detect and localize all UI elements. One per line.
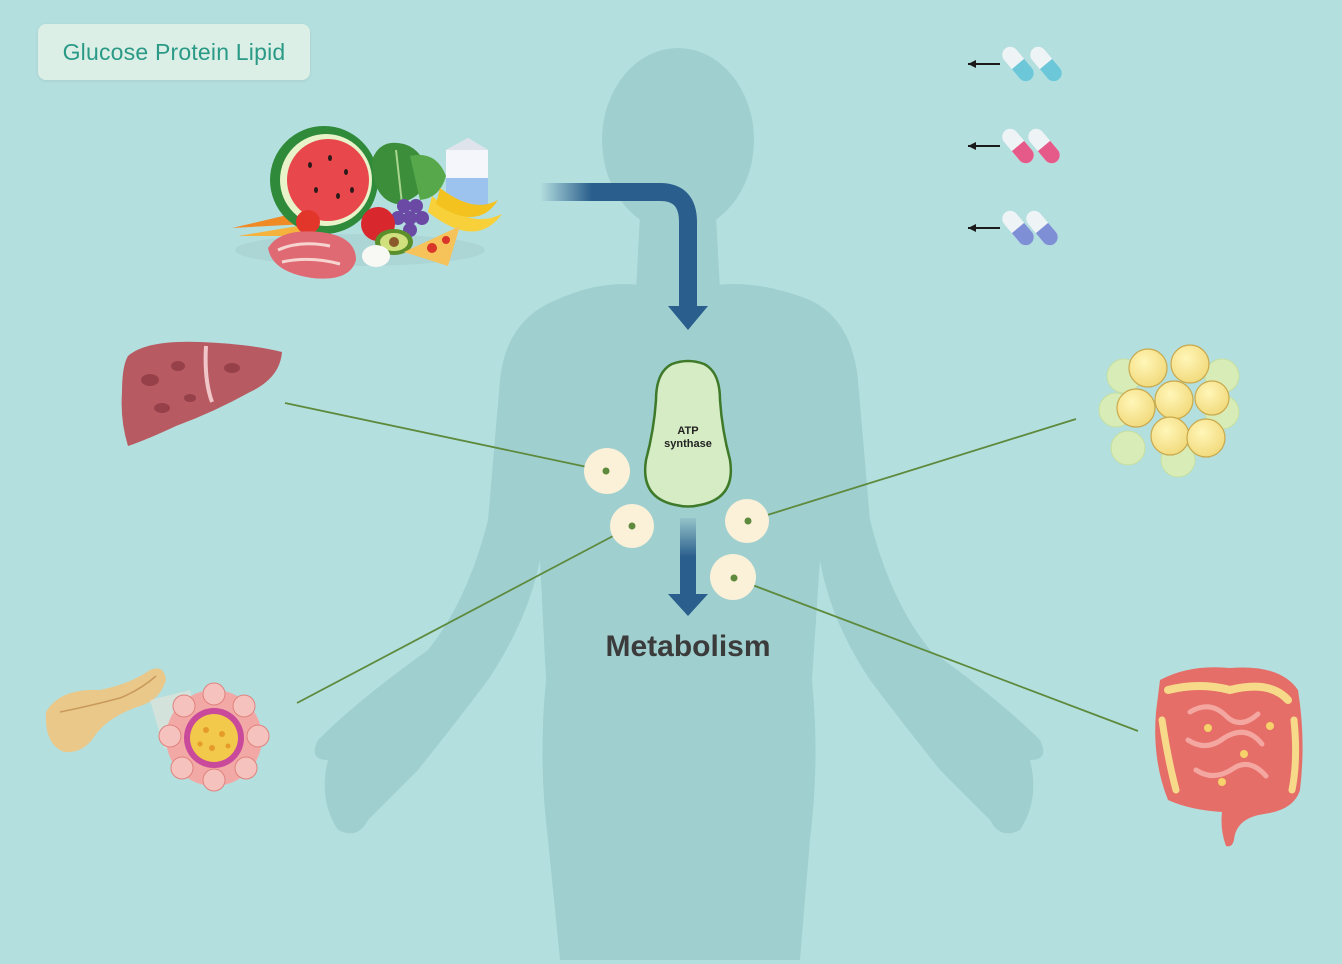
liver-connector [284,402,607,472]
nutrient-label-box: Glucose Protein Lipid [38,24,310,80]
drug-capsules [968,46,1062,246]
adipose-connector [747,418,1077,522]
organ-nodes [584,448,769,600]
metabolism-arrow [668,518,708,616]
atp-synthase-mitochondrion: ATP synthase [643,359,733,508]
food-group-icon [232,126,502,279]
nutrient-intake-arrow [540,183,708,330]
adipose-tissue-icon [1098,344,1240,478]
liver-icon [121,341,282,446]
intestine-icon [1155,667,1303,847]
synthase-label: synthase [664,438,712,450]
nutrient-label: Glucose Protein Lipid [62,38,286,65]
connector-lines [284,402,1139,732]
teal-capsule-icon [968,46,1062,82]
intestine-connector [733,577,1139,732]
blue-capsule-icon [968,210,1058,246]
pancreas-islet-icon [45,668,270,792]
metabolism-label: Metabolism [605,630,770,663]
atp-label: ATP [677,425,698,437]
pink-capsule-icon [968,128,1060,164]
pancreas-connector [296,525,633,704]
